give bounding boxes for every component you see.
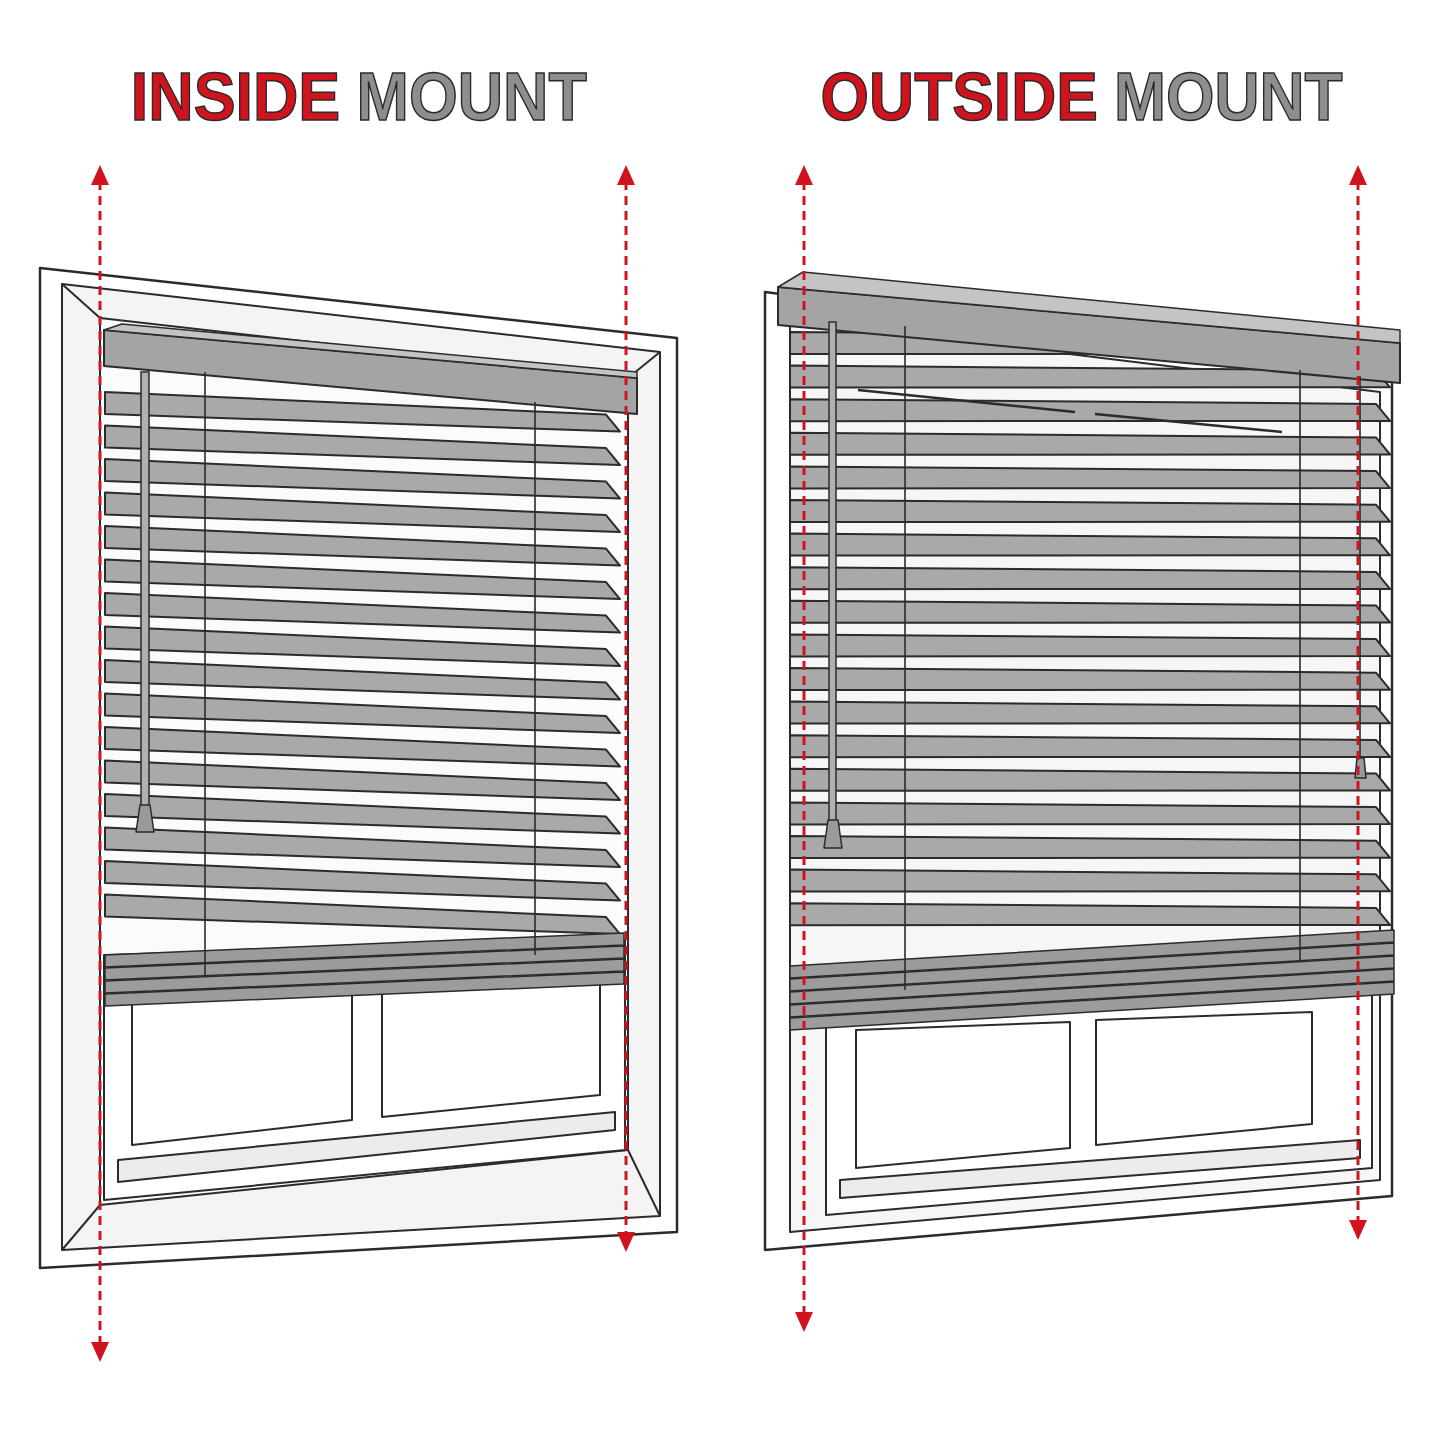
arrowhead <box>617 1232 635 1252</box>
window-pane <box>856 1022 1070 1168</box>
headrail-top <box>104 324 637 378</box>
window-pane <box>1096 1012 1312 1145</box>
blind-slat <box>105 526 620 566</box>
recess-edge <box>628 1150 660 1216</box>
arrowhead <box>1349 165 1367 185</box>
heading-word: MOUNT <box>1114 58 1343 134</box>
blind-slat <box>105 828 620 868</box>
wand-tip <box>136 805 154 832</box>
blind-slat <box>105 459 620 499</box>
bottom-rail <box>790 982 1394 1030</box>
wand-tip <box>824 820 842 848</box>
blind-slat <box>105 627 620 667</box>
arrowhead <box>91 165 109 185</box>
window-casing <box>40 268 677 1268</box>
arrowhead <box>795 1312 813 1332</box>
heading-word: OUTSIDE <box>821 58 1098 134</box>
dimension-line <box>625 181 628 1236</box>
blind-slat <box>105 426 620 466</box>
blind-slat <box>105 895 620 935</box>
mount-heading: OUTSIDEMOUNT <box>821 62 1343 130</box>
lift-cord <box>1359 376 1361 760</box>
window-sash <box>104 940 625 1200</box>
blind-slat <box>105 694 620 734</box>
headrail <box>104 330 637 414</box>
arrowhead <box>617 165 635 185</box>
heading-word: INSIDE <box>131 58 340 134</box>
window-recess <box>100 318 628 1205</box>
ladder-cord <box>534 402 536 955</box>
blind-slat <box>105 861 620 901</box>
tilt-wand <box>141 372 149 812</box>
recess-edge <box>62 284 100 318</box>
arrowhead <box>1349 1220 1367 1240</box>
blind-slat <box>105 593 620 633</box>
bottom-rail <box>105 972 624 1006</box>
slat-cord-bar <box>1095 414 1282 432</box>
slat-cord-bar <box>858 390 1075 412</box>
blind-slat <box>105 493 620 533</box>
blind-slat <box>105 761 620 801</box>
heading-word: MOUNT <box>357 58 587 134</box>
dimension-line <box>99 181 102 1346</box>
arrowhead <box>795 165 813 185</box>
ladder-cord <box>1299 370 1301 960</box>
window-sill <box>118 1112 615 1182</box>
arrowhead <box>91 1342 109 1362</box>
headrail-top <box>778 272 1400 343</box>
window-casing-inner <box>62 284 660 1250</box>
window-casing <box>765 292 1392 1250</box>
dimension-line <box>1357 181 1360 1224</box>
dimension-line <box>803 181 806 1316</box>
blind-slat <box>105 727 620 767</box>
ladder-cord <box>904 326 906 990</box>
mount-heading: INSIDEMOUNT <box>131 62 587 130</box>
blind-slat <box>105 560 620 600</box>
ladder-cord <box>204 372 206 975</box>
blind-slat <box>105 660 620 700</box>
tilt-wand <box>829 322 836 827</box>
recess-edge <box>62 1205 100 1250</box>
window-sill <box>840 1140 1360 1198</box>
blind-slat <box>105 794 620 834</box>
